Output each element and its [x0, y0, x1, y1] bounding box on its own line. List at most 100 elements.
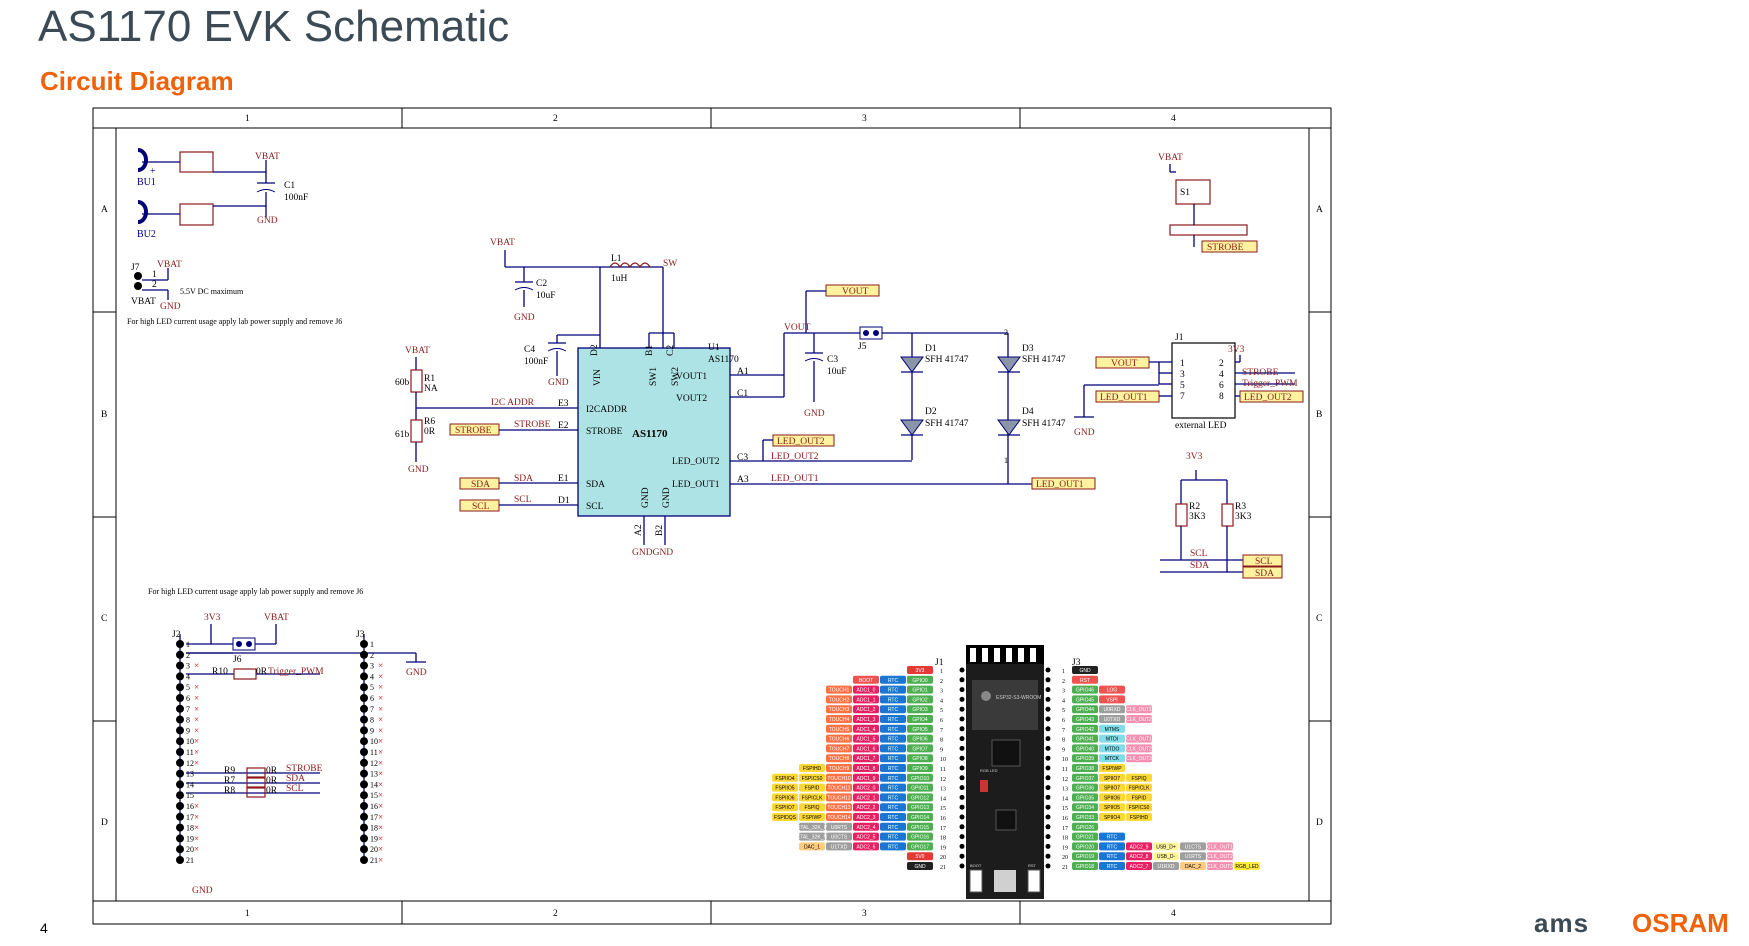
esp-pin-tag-label: CLK_OUT2 — [1207, 854, 1233, 860]
esp-pin-tag — [880, 754, 906, 763]
d3-label: D3 — [1022, 344, 1034, 354]
esp-pin-tag — [772, 783, 798, 792]
slide-subtitle: Circuit Diagram — [40, 66, 234, 96]
j2-pin-number: 8 — [186, 716, 190, 725]
esp-right-pin-number: 1 — [1062, 669, 1065, 675]
power-input-block: + BU1 BU2 VBAT C1 100nF GND J7 1 2 VBAT … — [127, 148, 342, 326]
esp-left-pin-dot — [959, 765, 965, 771]
bu2-jack-icon — [137, 200, 148, 224]
esp-boot-button[interactable] — [969, 869, 983, 893]
esp-right-pin-dot — [1045, 726, 1051, 732]
s1-strobe: STROBE — [1207, 243, 1244, 253]
esp-pin-tag-label: DAC_1 — [804, 844, 820, 850]
j2-label: J2 — [172, 630, 181, 640]
j3-nc-mark: × — [378, 736, 383, 746]
j3-pin-number: 19 — [370, 834, 378, 843]
j2-pin-dot — [176, 758, 184, 767]
j3-pin-number: 10 — [370, 737, 378, 746]
d4-pin1: 1 — [1004, 456, 1008, 465]
esp-pin-tag-label: FSPICLK — [802, 795, 824, 801]
esp-pin-tag-label: RTC — [888, 678, 899, 684]
esp-right-pin-number: 18 — [1062, 836, 1068, 842]
j2-pin-number: 2 — [186, 651, 190, 660]
esp-rgb-label: RGB LED — [980, 768, 998, 773]
esp-pin-tag-label: GPIO7 — [912, 746, 928, 752]
j2-pin-number: 5 — [186, 683, 190, 692]
esp-pin-tag-label: GPIO42 — [1076, 727, 1094, 733]
esp-pin-tag-label: U0RTS — [831, 825, 848, 831]
esp-right-pin-dot — [1045, 687, 1051, 693]
esp-pin-tag — [772, 813, 798, 821]
esp-pin-tag — [1207, 862, 1233, 870]
gndgnd: GNDGND — [632, 548, 673, 558]
j2-3v3: 3V3 — [204, 613, 221, 623]
esp-pin-tag — [826, 705, 852, 714]
esp-pin-tag-label: FSPIWP — [1102, 766, 1122, 772]
esp-pin-tag-label: RTC — [888, 805, 899, 811]
esp-right-pin-number: 9 — [1062, 747, 1065, 753]
esp-left-pin-number: 7 — [940, 728, 943, 734]
esp-pin-tag — [1099, 744, 1125, 753]
esp-pin-tag — [907, 852, 933, 861]
esp-left-pin-dot — [959, 775, 965, 781]
esp-pin-tag — [853, 715, 879, 723]
r9-strobe: STROBE — [286, 764, 323, 774]
esp-left-pin-number: 11 — [940, 767, 946, 773]
esp-pin-tag — [1099, 705, 1125, 714]
ams-logo: ams — [1534, 908, 1590, 938]
esp-pin-tag — [880, 764, 906, 772]
main-vbat: VBAT — [490, 238, 515, 248]
esp-pin-tag-label: ADC2_8 — [1130, 854, 1149, 860]
esp-pin-tag-label: RGB_LED — [1235, 864, 1259, 870]
j3-pin-number: 21 — [370, 856, 378, 865]
esp-pin-tag-label: ADC2_7 — [1130, 864, 1149, 870]
as1170-chip — [577, 347, 731, 517]
esp-pin-tag — [826, 695, 852, 704]
esp-pin-tag — [826, 685, 852, 694]
esp-right-pin-dot — [1045, 667, 1051, 673]
esp-pin-tag-label: GPIO34 — [1076, 805, 1094, 811]
esp-pin-tag — [1072, 754, 1098, 763]
esp-pin-tag-label: RTC — [888, 746, 899, 752]
esp-pin-tag — [826, 724, 852, 733]
esp-rst-button[interactable] — [1027, 869, 1041, 893]
d3-led-icon — [997, 356, 1021, 373]
esp-pin-tag-label: RTC — [1107, 854, 1118, 860]
esp-left-pin-number: 18 — [940, 836, 946, 842]
esp32-block: J1 J3 ESP32-S3-WROOM RGB LED BOOT RST 13… — [772, 645, 1260, 899]
col-label-2: 2 — [553, 114, 558, 124]
esp-pin-tag-label: GPIO41 — [1076, 737, 1094, 743]
esp-pin-tag — [1126, 715, 1152, 723]
esp-pin-tag-label: MTDO — [1105, 746, 1120, 752]
esp-pin-tag-label: RTC — [888, 786, 899, 792]
esp-pin-tag — [1099, 852, 1125, 861]
esp-pin-tag — [1126, 862, 1152, 870]
high-current-note: For high LED current usage apply lab pow… — [127, 317, 342, 326]
esp-pin-tag-label: FSPIDQS — [774, 815, 797, 821]
esp-pin-tag-label: FSPIHD — [803, 766, 822, 772]
esp-pin-tag-label: U0TXD — [1104, 717, 1121, 723]
esp-right-pin-number: 13 — [1062, 787, 1068, 793]
esp-left-pin-dot — [959, 824, 965, 830]
net-i2caddr: I2C ADDR — [491, 398, 535, 408]
esp-pin-tag — [1153, 852, 1179, 861]
j3-nc-mark: × — [378, 747, 383, 757]
esp-pin-tag-label: CLK_OUT1 — [1207, 844, 1233, 850]
r6-value: 0R — [424, 427, 436, 437]
esp-pin-tag — [1072, 685, 1098, 694]
esp-pin-tag-label: VSPI — [1106, 697, 1117, 703]
j2-pin-number: 21 — [186, 856, 194, 865]
esp-pin-tag-label: ADC1_9 — [857, 776, 876, 782]
esp-pin-tag-label: GPIO8 — [912, 756, 928, 762]
j1-gnd: GND — [1074, 428, 1095, 438]
esp-pin-tag — [853, 675, 879, 684]
s1-vbat: VBAT — [1158, 153, 1183, 163]
esp-pin-tag — [1099, 803, 1125, 812]
c1-value: 100nF — [284, 193, 308, 203]
esp-pin-tag — [1099, 832, 1125, 841]
j2-pin-number: 16 — [186, 802, 194, 811]
label-ledout1: LED_OUT1 — [1036, 480, 1084, 490]
esp-pin-tag-label: RTC — [1107, 864, 1118, 870]
j3-pin-dot — [360, 715, 368, 724]
esp-pin-tag-label: ADC1_4 — [857, 727, 876, 733]
